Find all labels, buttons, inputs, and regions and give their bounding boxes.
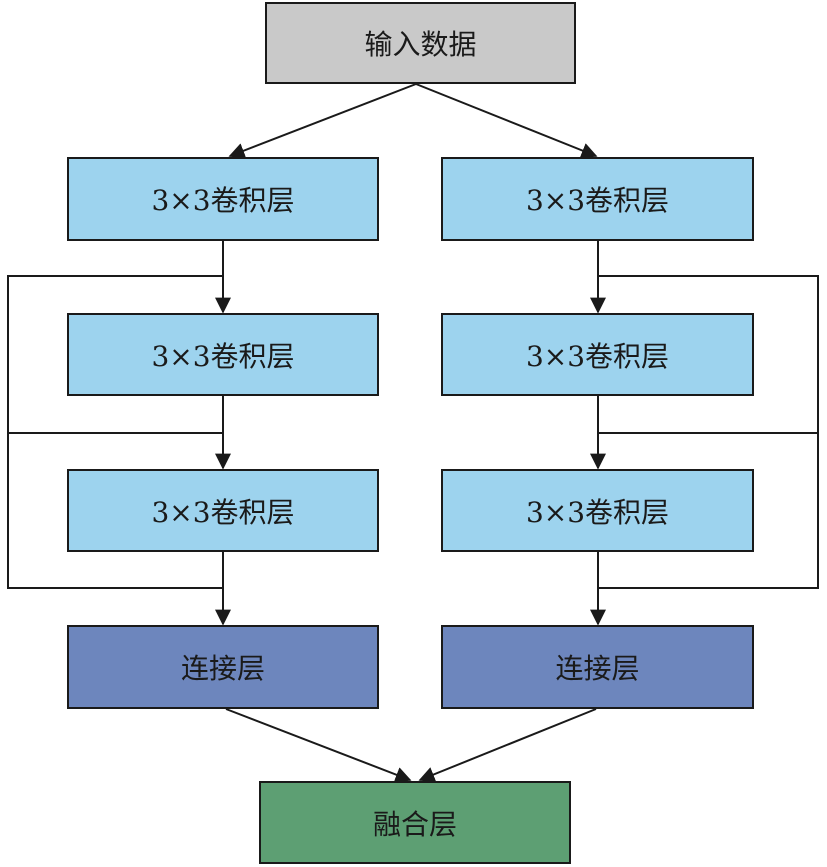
left-conv-layer-3: 3×3卷积层 [67, 469, 379, 552]
fusion-layer-node: 融合层 [259, 781, 571, 864]
edge-input-right-conv1 [415, 83, 598, 159]
input-data-label: 输入数据 [364, 28, 477, 61]
left-conv-layer-2-label: 3×3卷积层 [151, 339, 295, 373]
left-conv-layer-1: 3×3卷积层 [67, 157, 379, 241]
left-conv-layer-1-label: 3×3卷积层 [151, 184, 295, 217]
input-data-node: 输入数据 [265, 2, 576, 84]
fusion-layer-label: 融合层 [372, 807, 457, 841]
edge-right-concat-fusion [418, 708, 597, 783]
edge-input-left-conv1 [228, 83, 417, 159]
left-concat-layer: 连接层 [67, 625, 379, 709]
right-conv-layer-2-label: 3×3卷积层 [525, 339, 670, 373]
right-conv-layer-3: 3×3卷积层 [441, 469, 754, 552]
right-conv-layer-2: 3×3卷积层 [441, 313, 754, 396]
left-concat-layer-label: 连接层 [180, 652, 265, 685]
right-concat-layer-label: 连接层 [555, 652, 640, 685]
left-conv-layer-2: 3×3卷积层 [67, 313, 379, 396]
right-conv-layer-3-label: 3×3卷积层 [525, 495, 670, 529]
right-conv-layer-1: 3×3卷积层 [441, 157, 754, 241]
left-conv-layer-3-label: 3×3卷积层 [151, 495, 295, 529]
edge-left-concat-fusion [225, 708, 412, 783]
right-concat-layer: 连接层 [441, 625, 754, 709]
right-conv-layer-1-label: 3×3卷积层 [525, 184, 670, 217]
